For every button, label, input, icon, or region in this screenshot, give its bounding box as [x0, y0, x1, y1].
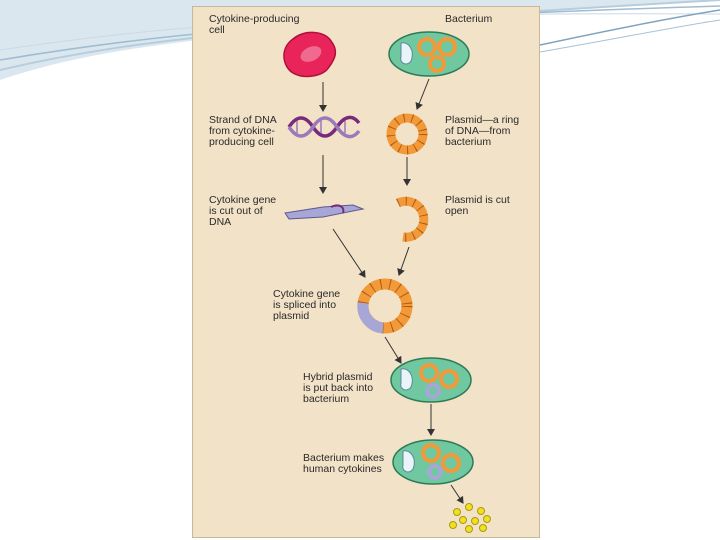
label-cytokine-cell: Cytokine-producing cell [209, 13, 300, 36]
arrow-bacterium-to-plasmid [415, 78, 430, 110]
bacterium-icon [388, 31, 470, 77]
label-makes-cytokines: Bacterium makes human cytokines [303, 452, 385, 475]
label-gene-cut: Cytokine gene is cut out of DNA [209, 194, 277, 228]
cytokine-cell-icon [283, 31, 337, 78]
plasmid-ring-icon [386, 113, 428, 155]
label-plasmid-ring: Plasmid—a ring of DNA—from bacterium [445, 114, 520, 148]
diagram-panel: Cytokine-producing cell Bacterium Strand… [193, 7, 539, 537]
final-bacterium-icon [392, 439, 474, 485]
hybrid-plasmid-icon [357, 278, 413, 334]
label-gene-spliced: Cytokine gene is spliced into plasmid [273, 288, 341, 322]
arrow-to-cytokines [450, 484, 464, 504]
label-bacterium: Bacterium [445, 13, 493, 25]
label-dna-strand: Strand of DNA from cytokine- producing c… [209, 114, 277, 148]
cytokine-dots-icon [449, 503, 491, 533]
arrow-hybrid-to-bacterium [384, 336, 402, 364]
arrow-plasmid-to-hybrid [397, 246, 410, 276]
dna-helix-icon [287, 115, 361, 139]
label-plasmid-cut: Plasmid is cut open [445, 194, 510, 217]
cytokine-gene-icon [284, 204, 365, 220]
hybrid-bacterium-icon [390, 357, 472, 403]
label-hybrid-back: Hybrid plasmid is put back into bacteriu… [303, 371, 374, 405]
arrow-gene-to-hybrid [332, 228, 366, 278]
cut-plasmid-icon [396, 196, 429, 242]
diagram-artwork [283, 31, 491, 533]
